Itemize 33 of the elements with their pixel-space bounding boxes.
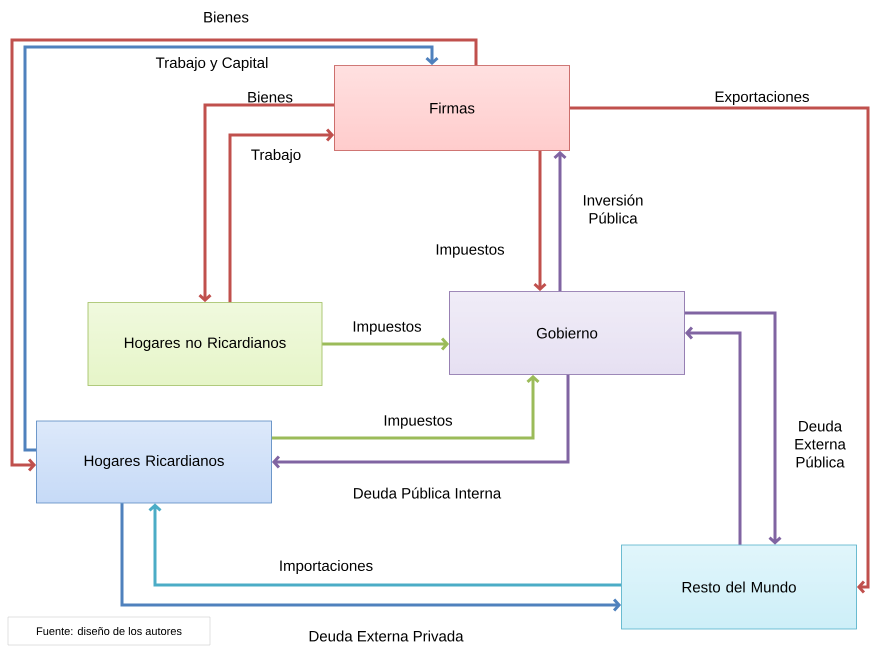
arrow [684,326,742,545]
arrow [322,338,450,351]
edge-label: Importaciones [280,560,373,574]
edge-label: Trabajo y Capital [156,57,268,71]
arrow [554,150,567,292]
edge-label: Inversión Pública [584,194,642,224]
process-box: Gobierno [449,291,685,375]
arrow [198,104,334,302]
arrow [24,46,439,452]
edge-label: Bienes [204,12,248,22]
edge-label: Impuestos [436,244,504,258]
edge-label: Deuda Externa Pública [795,420,846,468]
process-box: Firmas [334,65,570,151]
arrow [570,106,870,594]
arrow [148,503,622,586]
edge-label: Deuda Pública Interna [354,487,502,499]
process-box: Hogares no Ricardianos [88,302,322,386]
edge-label: Exportaciones [713,90,811,106]
arrow [534,150,547,292]
arrow [10,38,478,472]
arrow [228,128,334,302]
source-note: Fuente: diseño de los autores [8,616,210,646]
edge-label: Impuestos [384,415,452,429]
edge-label: Bienes [248,92,292,102]
arrow [272,374,540,440]
arrow [272,374,570,469]
edge-label: Deuda Externa Privada [310,630,464,642]
arrow [120,503,622,612]
process-box: Resto del Mundo [621,544,857,630]
arrow [684,312,782,545]
process-box: Hogares Ricardianos [36,420,272,504]
edge-label: Impuestos [354,321,422,335]
edge-label: Trabajo [251,149,301,163]
